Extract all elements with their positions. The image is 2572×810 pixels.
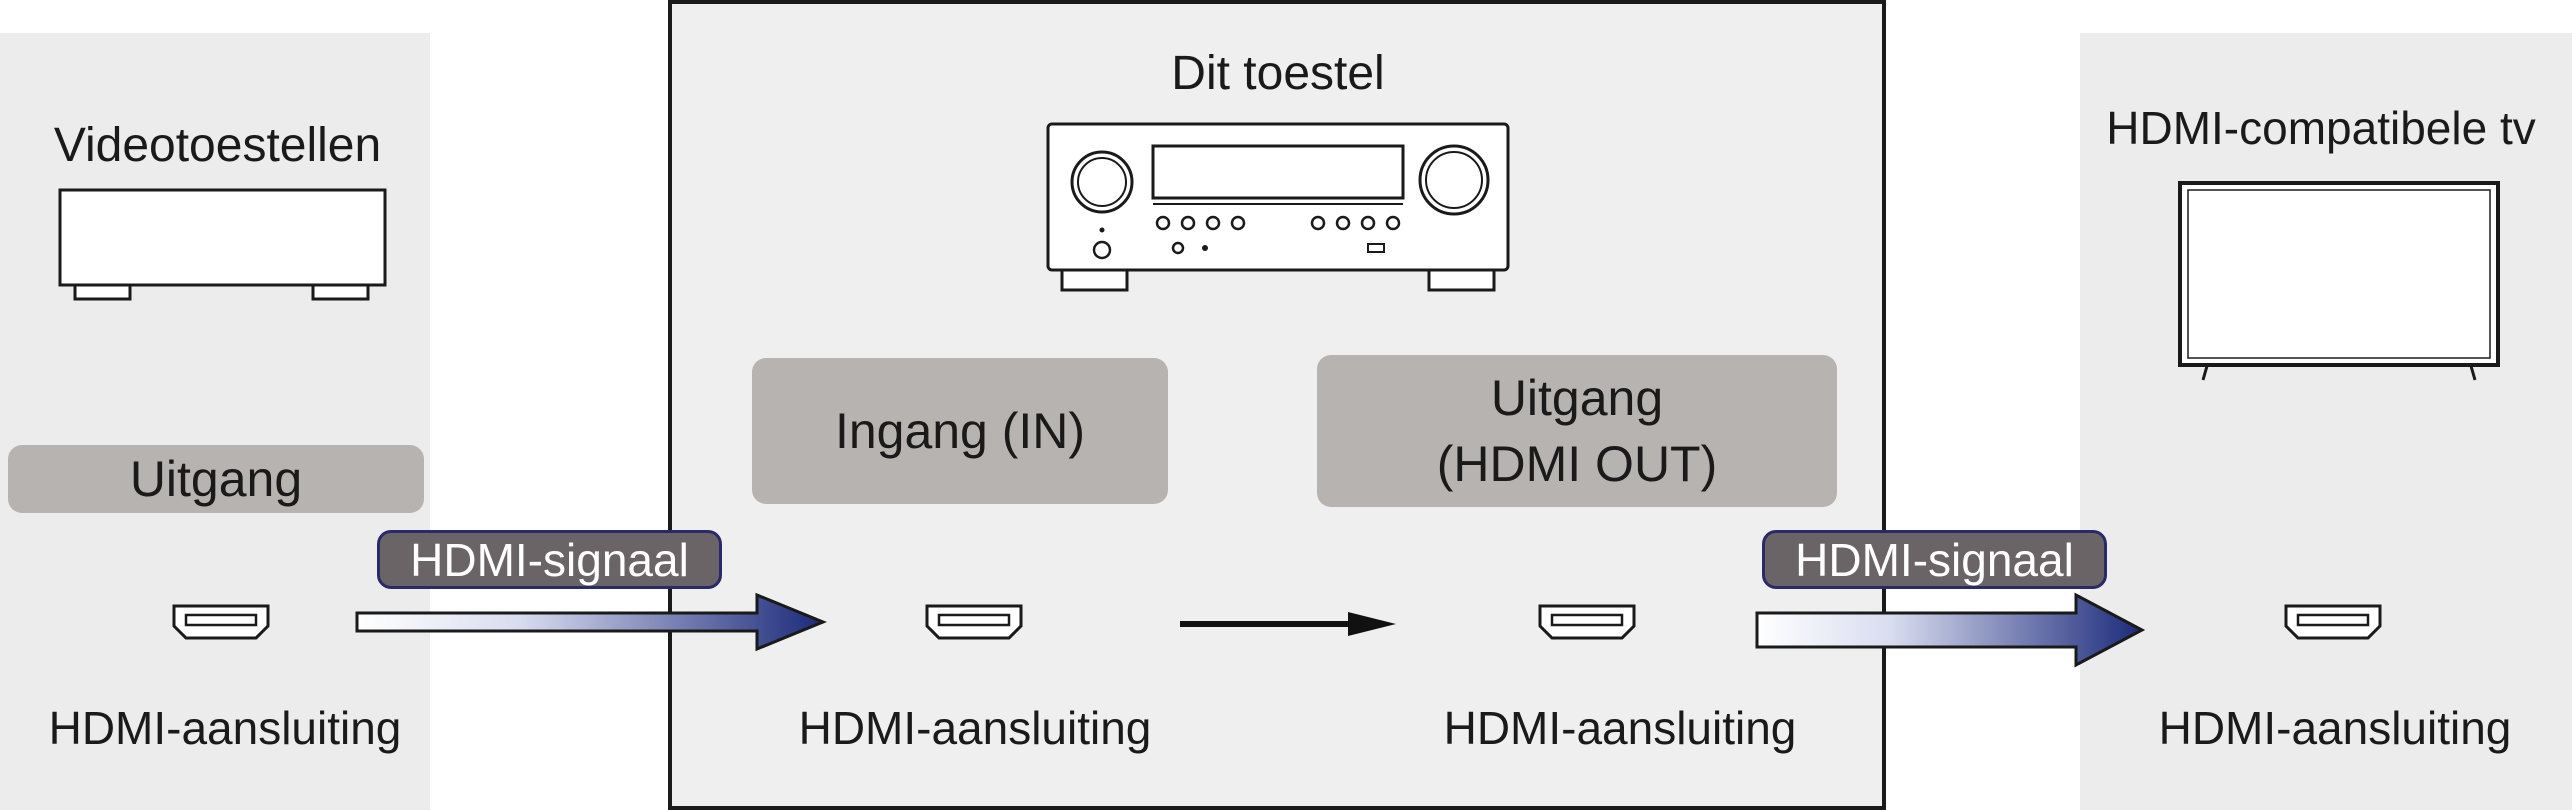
signal-tag-right: HDMI-signaal xyxy=(1762,530,2107,589)
unit-input-label: Ingang (IN) xyxy=(834,403,1086,459)
tv-title: HDMI-compatibele tv xyxy=(2106,102,2536,154)
unit-input-connector-label: HDMI-aansluiting xyxy=(798,702,1152,754)
unit-output-connector-label: HDMI-aansluiting xyxy=(1443,702,1797,754)
tv-panel xyxy=(2080,33,2572,810)
hdmi-port-icon xyxy=(925,604,1023,640)
signal-arrow-icon xyxy=(1755,592,2146,668)
av-receiver-icon xyxy=(1046,122,1510,292)
internal-arrow-icon xyxy=(1180,612,1396,636)
hdmi-port-icon xyxy=(1538,604,1636,640)
source-output-label: Uitgang xyxy=(129,451,303,507)
source-panel xyxy=(0,33,430,810)
unit-output-label: Uitgang (HDMI OUT) xyxy=(1436,370,1718,492)
signal-tag-right-label: HDMI-signaal xyxy=(1795,533,2074,586)
signal-arrow-icon xyxy=(355,592,827,652)
unit-title: Dit toestel xyxy=(1171,47,1385,100)
unit-output-pill: Uitgang (HDMI OUT) xyxy=(1317,355,1837,507)
signal-tag-left-label: HDMI-signaal xyxy=(410,533,689,586)
video-device-icon xyxy=(58,188,387,301)
source-output-pill: Uitgang xyxy=(8,445,424,513)
hdmi-port-icon xyxy=(172,604,270,640)
tv-icon xyxy=(2178,181,2500,381)
unit-input-pill: Ingang (IN) xyxy=(752,358,1168,504)
tv-connector-label: HDMI-aansluiting xyxy=(2158,702,2512,754)
source-connector-label: HDMI-aansluiting xyxy=(48,702,402,754)
source-title: Videotoestellen xyxy=(53,119,382,172)
hdmi-port-icon xyxy=(2284,604,2382,640)
signal-tag-left: HDMI-signaal xyxy=(377,530,722,589)
